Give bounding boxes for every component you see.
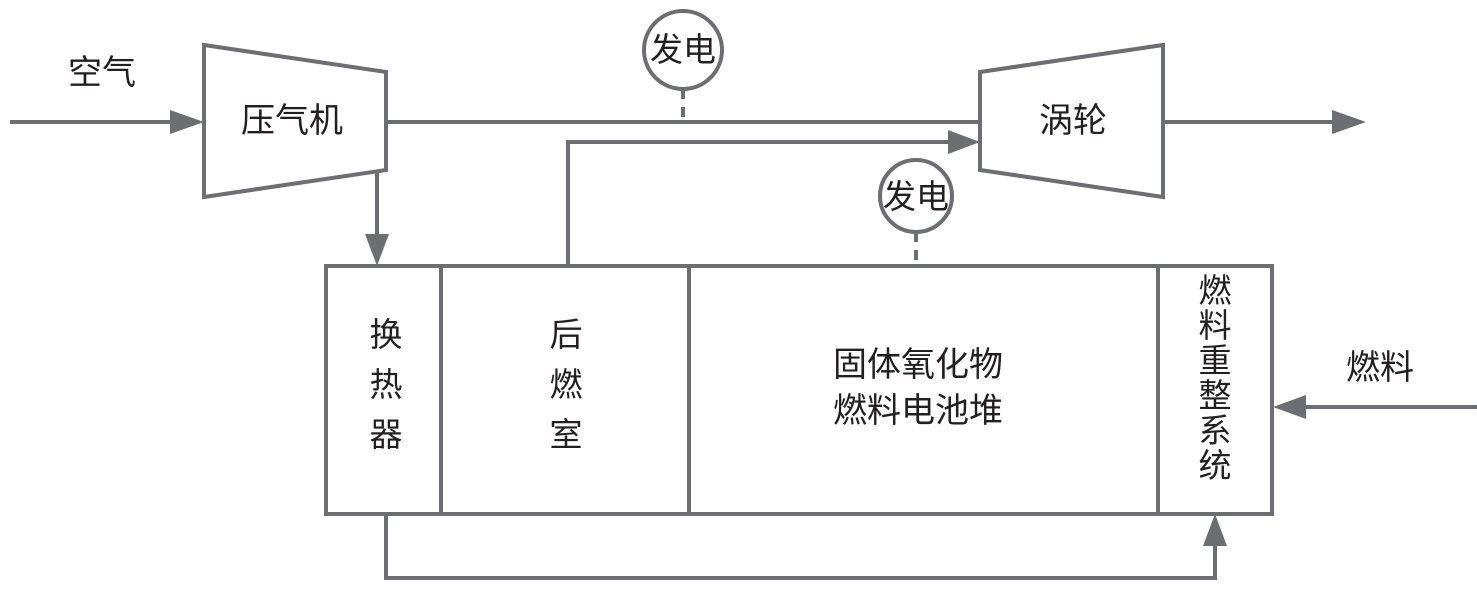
fuel-arrowhead bbox=[1273, 395, 1306, 419]
compressor-shape bbox=[202, 42, 388, 200]
turbine-label: 涡轮 bbox=[1039, 101, 1107, 141]
fuel-label: 燃料 bbox=[1346, 348, 1414, 388]
generator-top-label: 发电 bbox=[650, 30, 716, 69]
recirculation-arrowhead bbox=[1203, 514, 1227, 546]
recirculation-line bbox=[384, 514, 1217, 580]
sofc-label-line2: 燃料电池堆 bbox=[833, 391, 1003, 431]
turbine-shape bbox=[978, 42, 1165, 200]
generator-mid-label: 发电 bbox=[883, 177, 949, 216]
afterburner-label: 后燃室 bbox=[549, 315, 583, 454]
afterburner-to-turbine-arrowhead bbox=[948, 130, 980, 154]
air-arrowhead bbox=[170, 110, 204, 134]
compressor-label: 压气机 bbox=[241, 101, 343, 141]
sofc-label-line1: 固体氧化物 bbox=[833, 345, 1003, 385]
reformer-label: 燃料重整系统 bbox=[1198, 271, 1232, 485]
afterburner-to-turbine-line bbox=[566, 140, 958, 266]
exhaust-arrowhead bbox=[1332, 110, 1366, 134]
compressor-to-hx-arrowhead bbox=[365, 234, 389, 266]
main-block bbox=[324, 264, 1274, 516]
heat-exchanger-label: 换热器 bbox=[369, 315, 403, 454]
air-label: 空气 bbox=[68, 53, 136, 93]
